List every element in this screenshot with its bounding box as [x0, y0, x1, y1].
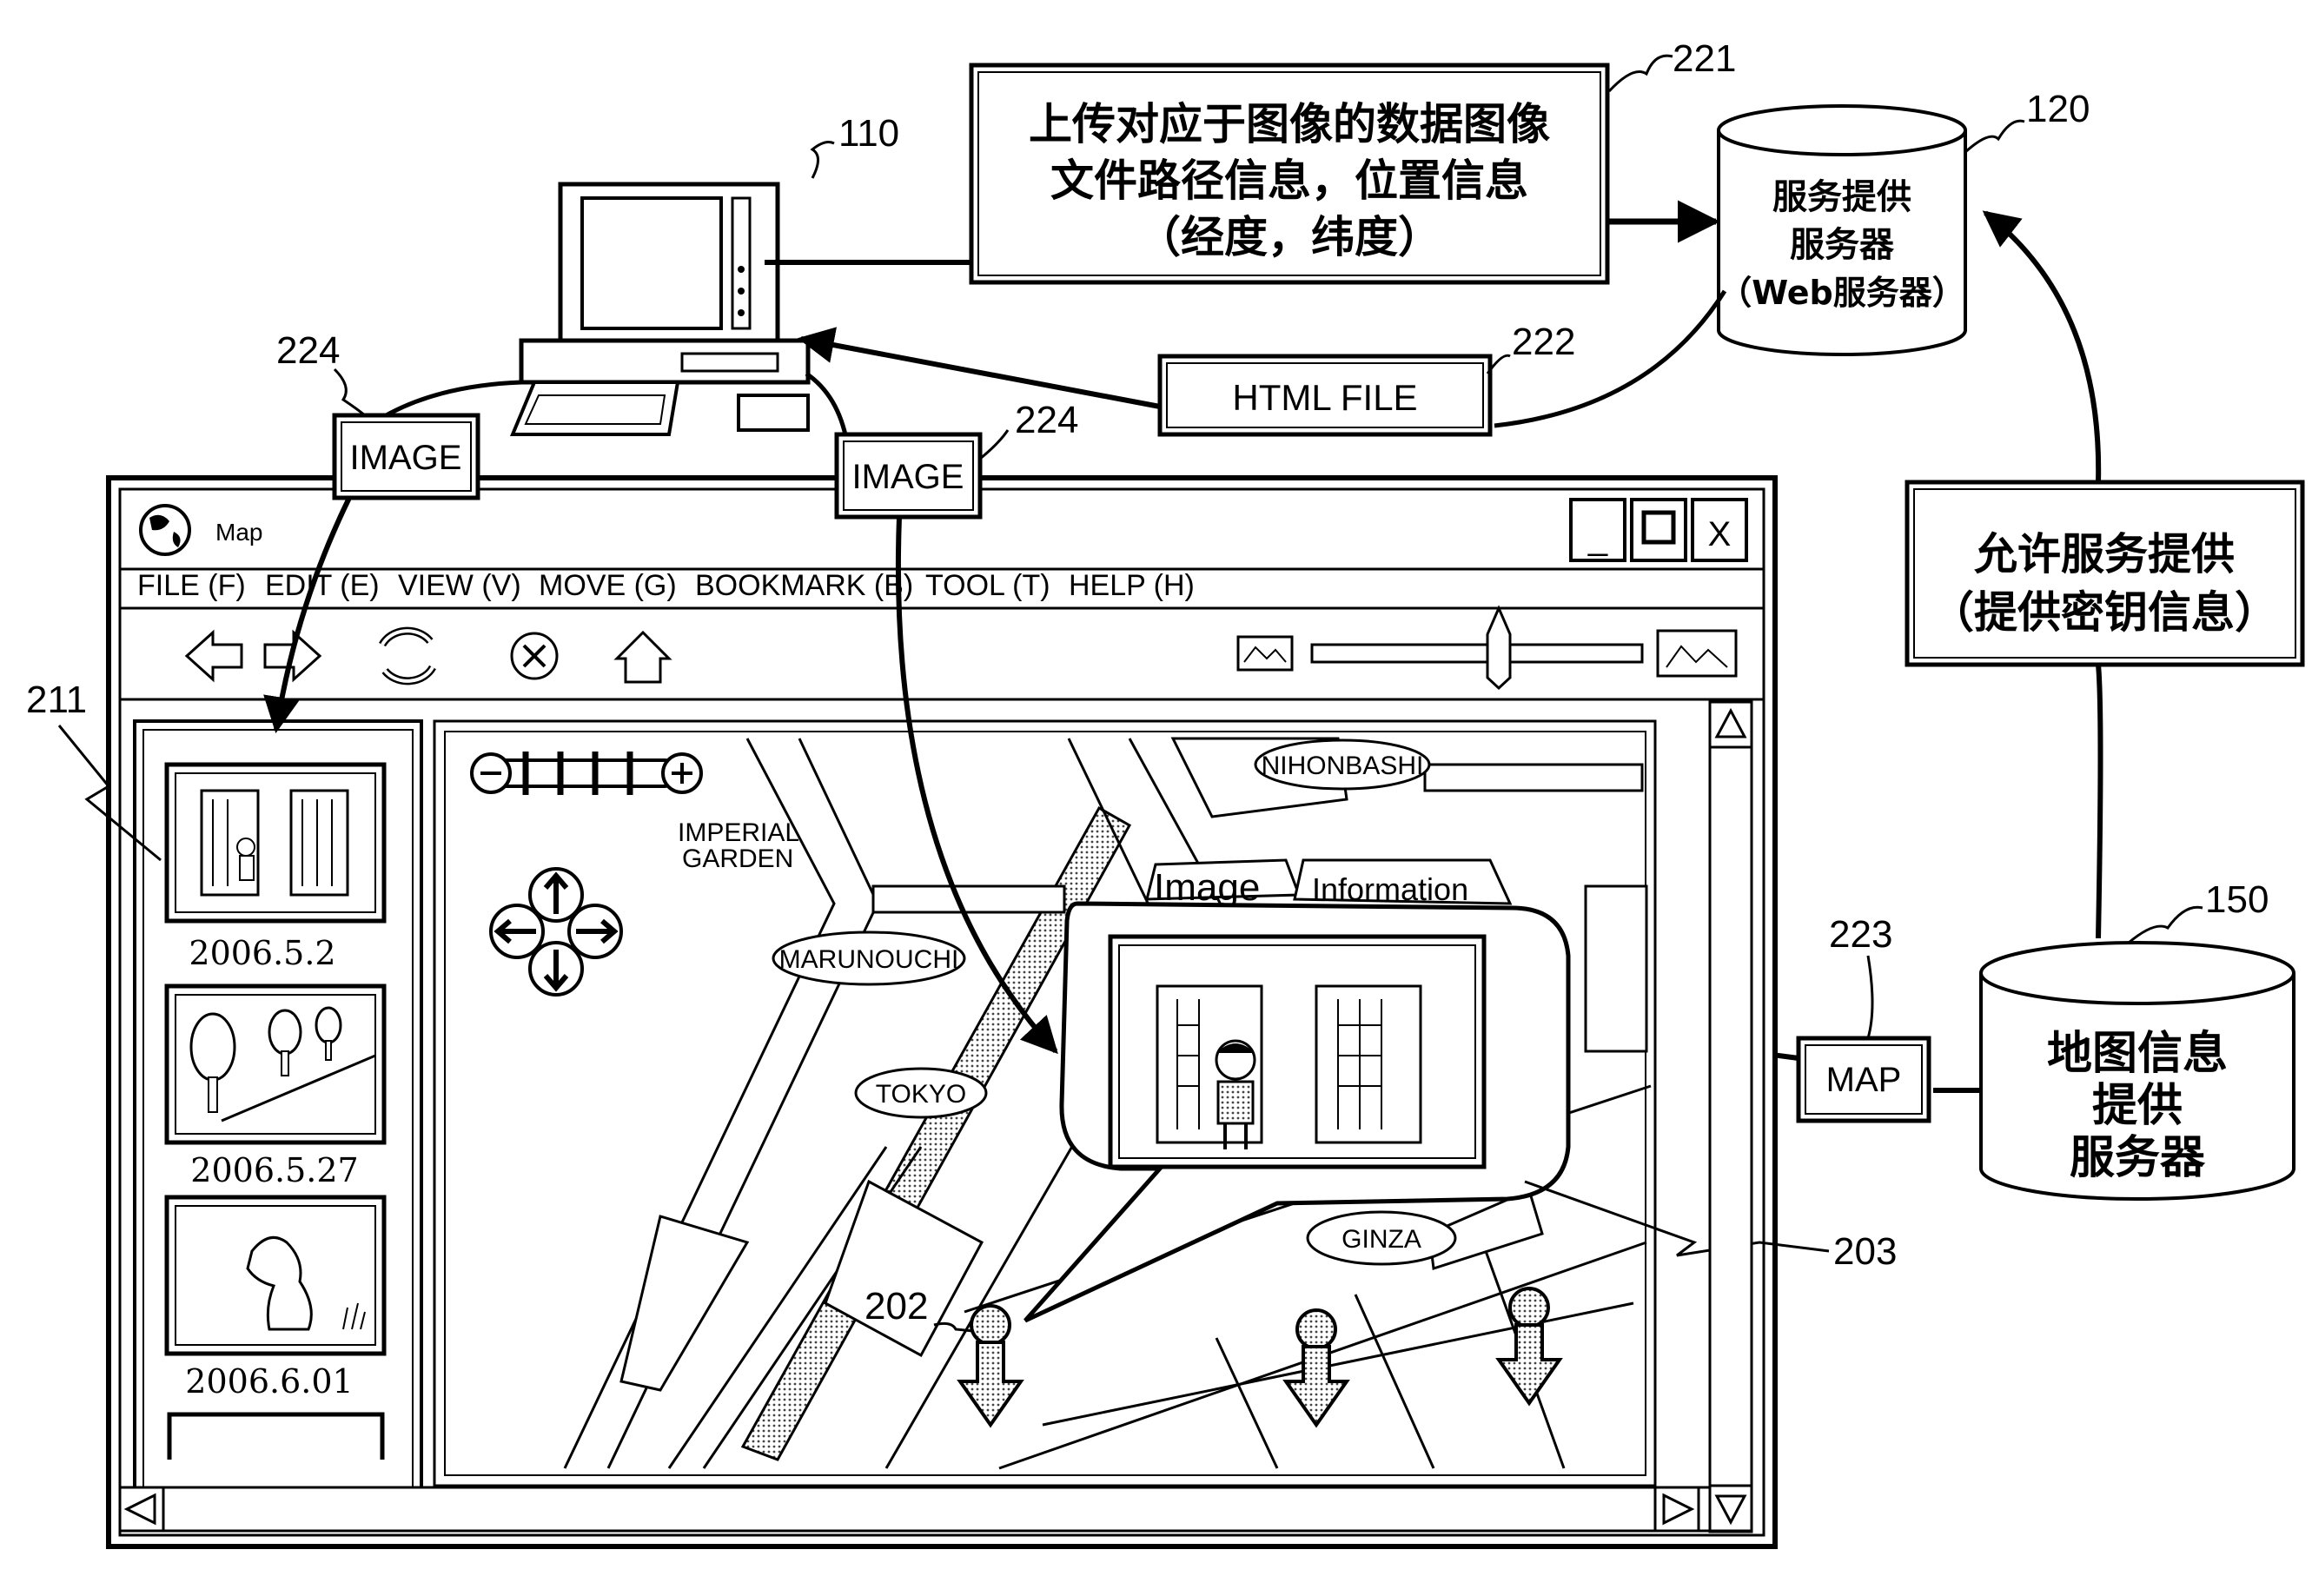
zoom-in-icon[interactable] [661, 752, 703, 794]
map-globe-icon [139, 504, 191, 556]
html-file-label: HTML FILE [1232, 377, 1417, 418]
thumbnail-2[interactable] [164, 983, 387, 1145]
personal-computer-icon [510, 182, 811, 436]
html-file-box: HTML FILE [1157, 354, 1493, 437]
thumbnail-1[interactable] [164, 762, 387, 924]
small-landscape-icon [1236, 635, 1294, 672]
map-marker-1[interactable] [957, 1304, 1024, 1428]
map-server-cylinder: 地图信息 提供 服务器 [1979, 941, 2295, 1201]
menu-tool[interactable]: TOOL (T) [925, 569, 1050, 602]
menu-view[interactable]: VIEW (V) [398, 569, 521, 602]
thumbnail-3-date: 2006.6.01 [185, 1362, 353, 1401]
image-popup: Image Information [1024, 858, 1571, 1323]
menu-edit[interactable]: EDIT (E) [265, 569, 380, 602]
upload-line-2: 文件路径信息，位置信息 [1050, 156, 1528, 206]
thumbnail-1-date: 2006.5.2 [189, 934, 335, 972]
place-ginza: GINZA [1306, 1210, 1457, 1266]
stop-icon[interactable] [510, 632, 559, 680]
map-marker-2[interactable] [1282, 1308, 1350, 1428]
place-marunouchi: MARUNOUCHI [772, 930, 966, 986]
map-server-line-3: 服务器 [2070, 1132, 2206, 1184]
place-tokyo: TOKYO [854, 1067, 988, 1119]
horizontal-scrollbar[interactable] [118, 1486, 1712, 1533]
home-icon[interactable] [613, 630, 672, 684]
image-label-left-text: IMAGE [350, 439, 462, 477]
place-tokyo-label: TOKYO [876, 1080, 966, 1109]
map-server-line-1: 地图信息 [2047, 1028, 2228, 1080]
thumbnail-2-date: 2006.5.27 [190, 1151, 358, 1189]
large-landscape-icon [1656, 629, 1738, 678]
refresh-icon[interactable] [379, 626, 436, 685]
ref-224-left: 224 [276, 329, 340, 372]
upload-info-box: 上传对应于图像的数据图像 文件路径信息，位置信息 （经度，纬度） [969, 63, 1610, 285]
place-marunouchi-label: MARUNOUCHI [779, 945, 959, 974]
scroll-left-icon[interactable] [123, 1493, 156, 1526]
zoom-out-icon[interactable] [470, 752, 512, 794]
vertical-scrollbar[interactable] [1708, 700, 1753, 1533]
ref-211: 211 [26, 679, 87, 721]
upload-line-1: 上传对应于图像的数据图像 [1029, 99, 1550, 149]
minimize-label: _ [1587, 519, 1608, 557]
service-server-line-2: 服务器 [1790, 225, 1895, 265]
permission-line-2: （提供密钥信息） [1931, 587, 2278, 638]
service-server-cylinder: 服务提供 服务器 （Web服务器） [1717, 104, 1967, 356]
zoom-slider[interactable] [1310, 605, 1644, 691]
permission-line-1: 允许服务提供 [1974, 529, 2235, 579]
back-arrow-icon[interactable] [184, 629, 243, 683]
menu-help[interactable]: HELP (H) [1069, 569, 1195, 602]
ref-222: 222 [1512, 321, 1575, 363]
place-garden: GARDEN [682, 844, 793, 873]
map-server-line-2: 提供 [2092, 1080, 2183, 1132]
ref-224-right: 224 [1015, 399, 1078, 441]
ref-110: 110 [838, 112, 899, 155]
place-nihonbashi: NIHONBASHI [1254, 738, 1431, 791]
place-imperial: IMPERIAL [678, 818, 799, 847]
close-label: X [1708, 515, 1732, 553]
ref-221: 221 [1673, 37, 1736, 80]
thumbnail-3[interactable] [164, 1195, 387, 1356]
dog-icon [246, 1235, 366, 1331]
menu-bar: FILE (F) EDIT (E) VIEW (V) MOVE (G) BOOK… [137, 569, 1195, 602]
trees-icon [189, 1006, 376, 1122]
upload-line-3: （经度，纬度） [1137, 212, 1441, 262]
menu-bookmark[interactable]: BOOKMARK (B) [695, 569, 913, 602]
scroll-right-icon[interactable] [1662, 1493, 1695, 1526]
place-nihonbashi-label: NIHONBASHI [1262, 752, 1424, 780]
popup-tab-information[interactable]: Information [1312, 871, 1468, 907]
place-ginza-label: GINZA [1341, 1225, 1421, 1254]
map-marker-3[interactable] [1495, 1287, 1563, 1407]
image-label-left: IMAGE [332, 413, 480, 500]
service-server-line-3: （Web服务器） [1719, 274, 1965, 312]
map-label: MAP [1826, 1061, 1902, 1099]
minimize-button[interactable]: _ [1569, 498, 1626, 562]
slider-thumb-icon[interactable] [1486, 605, 1512, 691]
map-label-box: MAP [1796, 1036, 1931, 1123]
direction-pad[interactable] [489, 856, 623, 997]
window-title: Map [215, 519, 262, 546]
ref-223: 223 [1829, 913, 1892, 956]
menu-move[interactable]: MOVE (G) [539, 569, 677, 602]
ref-120: 120 [2026, 88, 2090, 130]
maximize-button[interactable] [1630, 498, 1687, 562]
image-label-right: IMAGE [834, 432, 983, 520]
menu-file[interactable]: FILE (F) [137, 569, 246, 602]
ref-150: 150 [2205, 878, 2269, 921]
service-server-line-1: 服务提供 [1772, 177, 1911, 217]
building-person-icon [200, 789, 349, 897]
popup-tab-image[interactable]: Image [1154, 866, 1260, 909]
popup-photo-icon [1156, 984, 1422, 1149]
permission-box: 允许服务提供 （提供密钥信息） [1905, 480, 2305, 667]
ref-203: 203 [1833, 1230, 1897, 1273]
thumbnail-4-partial [167, 1412, 385, 1460]
image-label-right-text: IMAGE [852, 458, 964, 496]
scroll-down-icon[interactable] [1714, 1494, 1747, 1526]
ref-202: 202 [865, 1285, 928, 1328]
close-button[interactable]: X [1691, 498, 1748, 562]
scroll-up-icon[interactable] [1714, 707, 1747, 738]
